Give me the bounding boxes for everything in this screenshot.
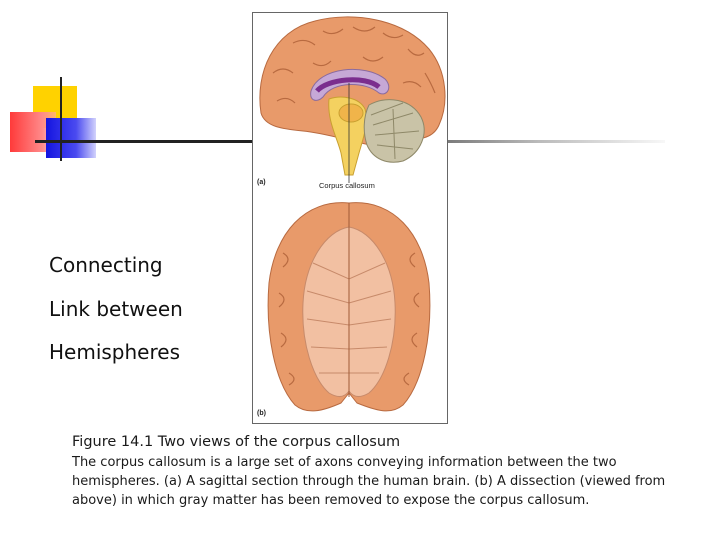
corpus-callosum-sagittal (310, 68, 390, 101)
figure-label-b: (b) (257, 410, 266, 417)
brain-figure: (a) Corpus callosum (b) (252, 12, 448, 424)
side-text: Connecting Link between Hemispheres (49, 250, 183, 381)
brain-illustration (259, 16, 446, 412)
sagittal-section (259, 16, 446, 183)
side-text-line: Hemispheres (49, 340, 180, 364)
side-text-line: Link between (49, 296, 183, 321)
figure-caption: Figure 14.1 Two views of the corpus call… (72, 434, 712, 510)
figure-label-a: (a) (257, 179, 266, 186)
side-text-line: Connecting (49, 253, 163, 277)
decor-blue-square (46, 118, 96, 158)
dorsal-dissection (267, 202, 431, 412)
decor-vertical-line (60, 77, 62, 161)
caption-title: Figure 14.1 Two views of the corpus call… (72, 434, 401, 450)
corpus-callosum-label: Corpus callosum (319, 181, 375, 190)
caption-body: The corpus callosum is a large set of ax… (72, 455, 666, 508)
